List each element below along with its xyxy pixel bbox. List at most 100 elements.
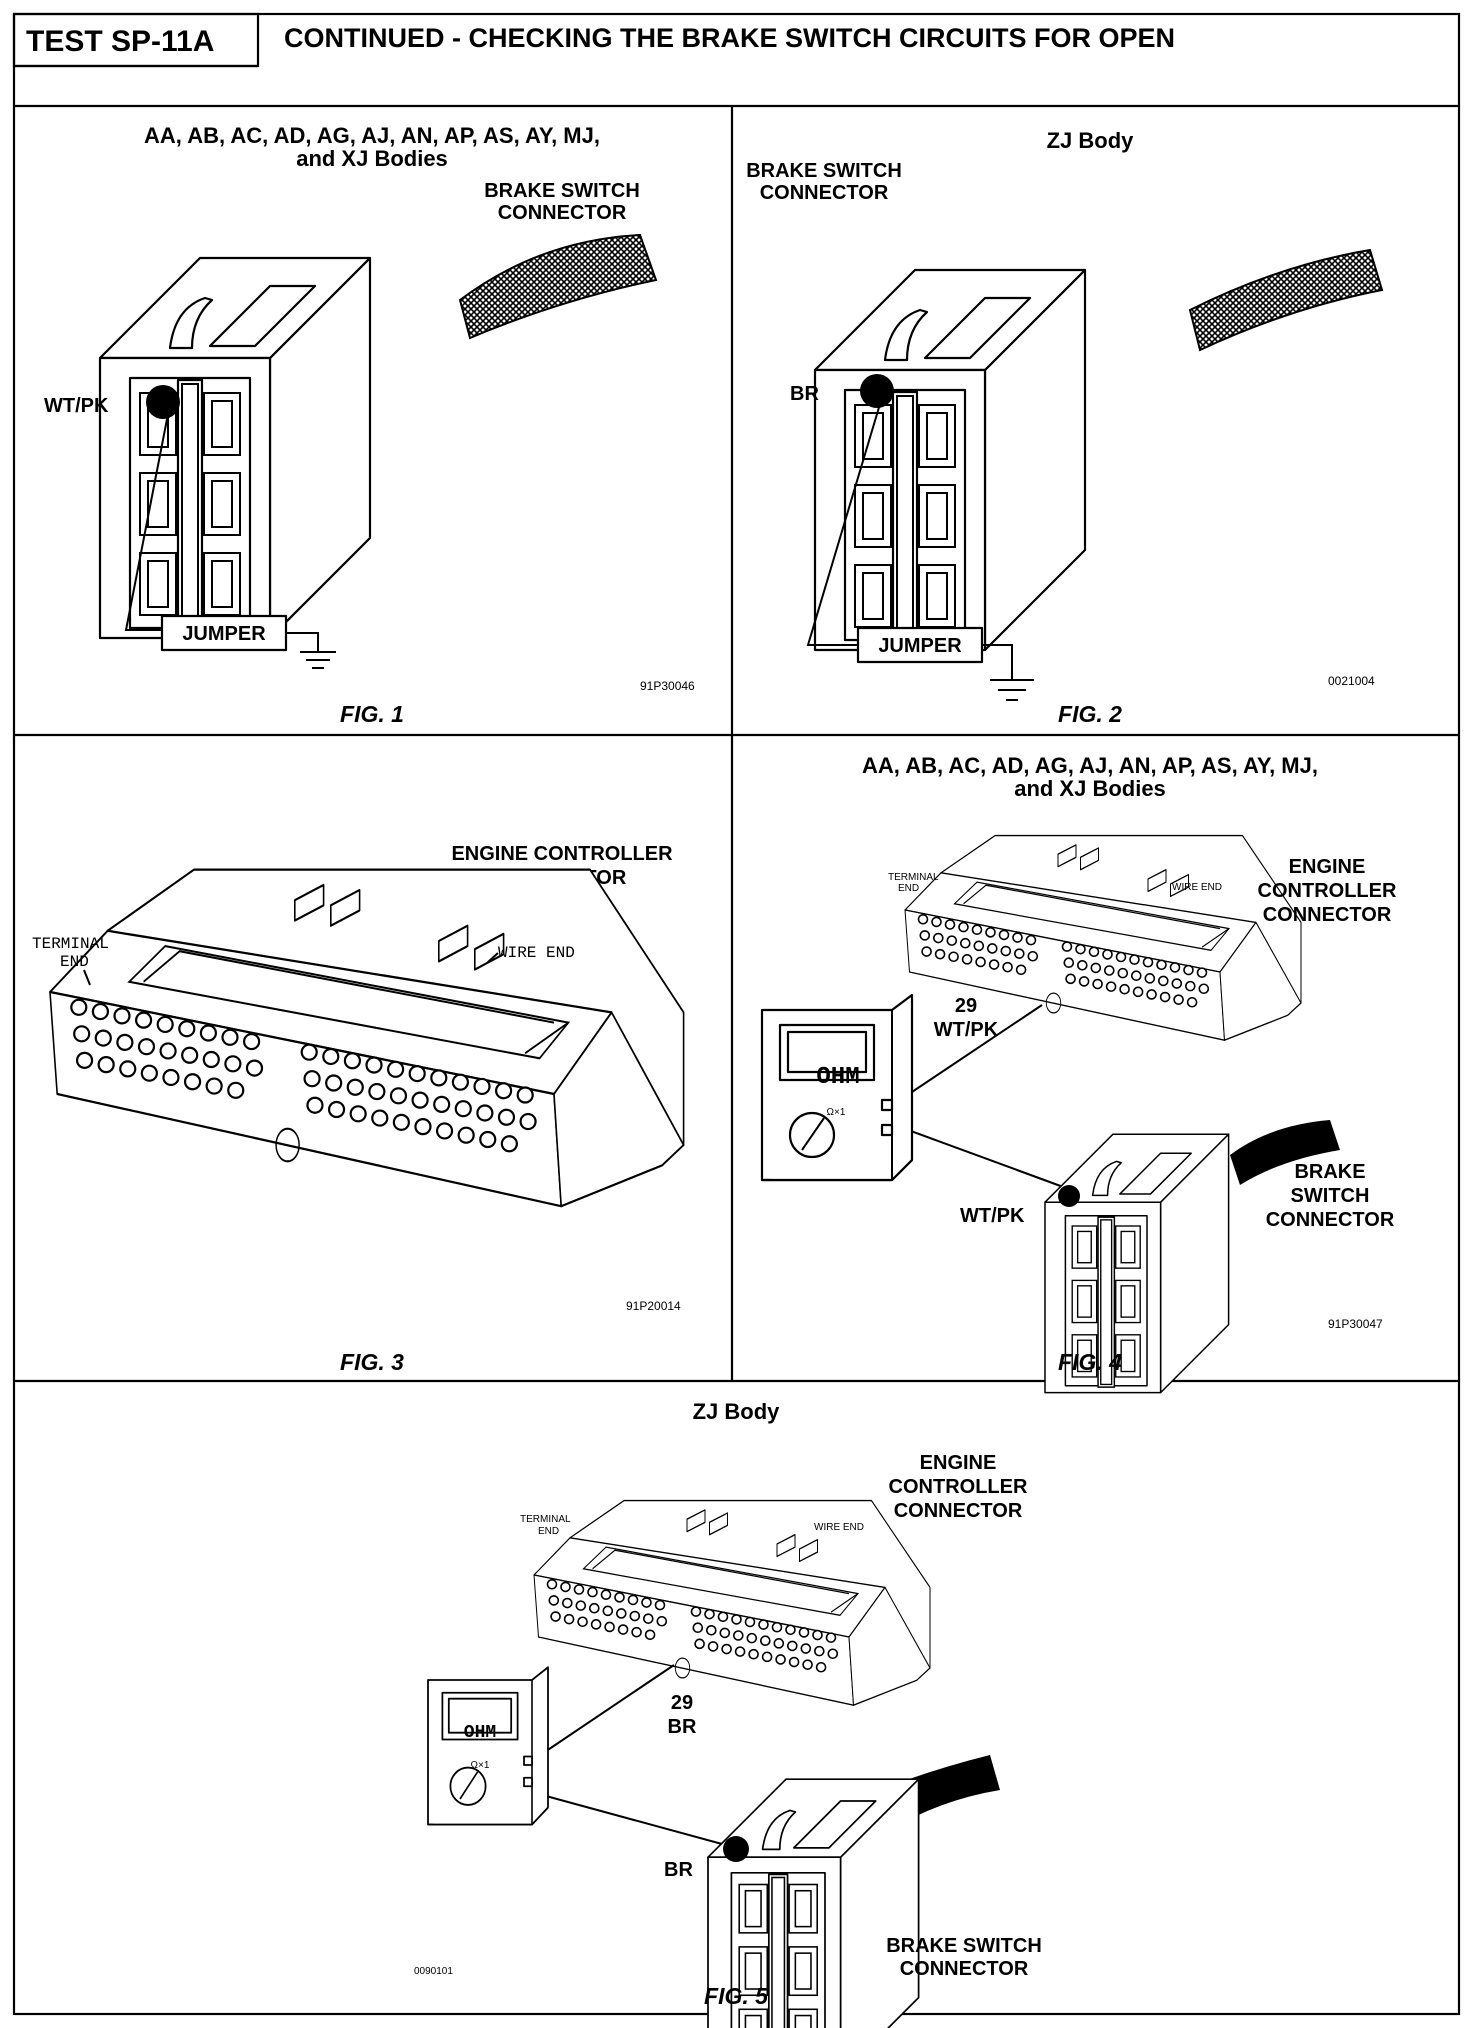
fig3-pin — [205, 1077, 223, 1095]
figure-5: ZJ Body TERMINAL END WIRE END ENGINE CON… — [414, 1399, 1042, 2028]
fig4-terminal-label-line1: TERMINAL — [888, 872, 939, 883]
fig4-pin-wire: WT/PK — [934, 1019, 999, 1041]
fig5-code: 0090101 — [414, 1966, 453, 1977]
fig1-jumper-wire — [124, 413, 169, 631]
fig3-pin — [300, 1043, 318, 1061]
fig4-wire-label: WT/PK — [960, 1205, 1025, 1227]
fig5-ecc-label-line1: ENGINE — [920, 1452, 997, 1474]
fig4-wire-end-label: WIRE END — [1172, 882, 1222, 893]
fig3-engine-controller-connector — [48, 868, 685, 1208]
fig3-pin — [476, 1104, 494, 1122]
fig3-terminal-label-line1: TERMINAL — [32, 935, 109, 953]
figure-3: ENGINE CONTROLLER CONNECTOR TERMINAL END… — [32, 843, 685, 1375]
fig1-jumper-label: JUMPER — [182, 623, 266, 645]
fig5-caption: FIG. 5 — [704, 1983, 769, 2009]
fig4-pin — [1196, 967, 1208, 978]
fig5-pin — [600, 1589, 612, 1601]
fig3-pin — [227, 1081, 245, 1099]
fig5-terminal-label-line1: TERMINAL — [520, 1514, 571, 1525]
fig4-pin — [1185, 980, 1196, 992]
fig4-pin — [1158, 975, 1169, 987]
fig4-pin — [1013, 948, 1025, 959]
fig3-pin — [408, 1064, 426, 1083]
fig4-pin — [1146, 989, 1157, 1000]
fig3-pin — [75, 1051, 94, 1069]
fig4-pin — [985, 927, 996, 938]
fig4-pin-array — [917, 913, 1210, 1008]
fig3-pin — [327, 1100, 346, 1119]
fig4-bs-label-line2: SWITCH — [1291, 1185, 1370, 1207]
fig5-probe-terminal — [723, 1836, 749, 1862]
fig5-pin — [550, 1611, 561, 1622]
fig5-pin — [548, 1595, 560, 1606]
fig5-pin-number: 29 — [671, 1692, 693, 1714]
fig3-pin — [392, 1113, 410, 1131]
fig3-code: 91P20014 — [626, 1299, 681, 1313]
fig5-pin — [694, 1638, 705, 1650]
fig4-pin — [1156, 959, 1167, 971]
fig4-pin — [1015, 964, 1027, 976]
fig4-pin — [1102, 949, 1113, 960]
fig4-pin — [973, 940, 985, 952]
fig5-pin — [785, 1624, 796, 1636]
fig5-pin — [798, 1627, 810, 1638]
fig4-caption: FIG. 4 — [1058, 1349, 1122, 1375]
fig4-ecc-label-line3: CONNECTOR — [1263, 904, 1392, 926]
fig4-pin — [1119, 983, 1130, 995]
fig2-ground-icon — [990, 679, 1034, 701]
fig3-pin — [368, 1082, 386, 1101]
fig4-heading-line2: and XJ Bodies — [1014, 776, 1166, 801]
fig5-pin — [771, 1621, 783, 1633]
fig5-pin — [825, 1632, 837, 1643]
fig3-pin — [430, 1069, 448, 1087]
fig5-pin — [602, 1605, 614, 1617]
fig5-ecc-label-line2: CONTROLLER — [889, 1476, 1028, 1498]
fig5-pin — [704, 1608, 715, 1620]
fig1-probe-terminal — [146, 385, 180, 419]
fig5-pin — [812, 1629, 823, 1641]
fig4-pin — [1183, 964, 1194, 976]
fig3-pin — [325, 1074, 343, 1092]
fig3-pin — [162, 1068, 180, 1087]
figure-2: ZJ Body BRAKE SWITCH CONNECTOR BR JUMPER… — [746, 128, 1384, 727]
fig3-pin — [473, 1077, 491, 1096]
fig5-pin — [644, 1629, 656, 1641]
fig2-ground-lead — [982, 644, 1013, 680]
fig3-pin — [135, 1011, 153, 1029]
fig3-pin — [178, 1020, 196, 1038]
fig5-pin-array — [546, 1579, 839, 1673]
fig4-bs-label-line3: CONNECTOR — [1266, 1209, 1395, 1231]
fig3-pin — [119, 1060, 137, 1078]
fig3-pin — [245, 1059, 264, 1077]
fig5-pin — [615, 1608, 627, 1619]
fig4-meter-display: OHM — [816, 1064, 859, 1091]
fig3-pin — [387, 1060, 405, 1078]
fig2-jumper-box — [856, 626, 984, 664]
fig2-probe-terminal — [860, 374, 894, 408]
fig4-probe-lead-2 — [899, 1126, 1067, 1189]
fig4-pin — [946, 935, 958, 946]
fig4-pin — [1012, 932, 1023, 943]
fig5-pin — [705, 1625, 717, 1636]
fig5-pin — [717, 1611, 729, 1623]
fig3-pin — [243, 1032, 261, 1051]
fig4-pin — [971, 924, 983, 936]
fig4-pin — [917, 913, 929, 925]
fig3-pin — [497, 1108, 516, 1126]
fig3-pin — [346, 1078, 364, 1096]
fig5-terminal-label-line2: END — [538, 1526, 559, 1537]
fig5-pin — [546, 1579, 558, 1590]
fig4-probe-lead-1 — [899, 1004, 1043, 1101]
fig5-pin — [827, 1648, 839, 1660]
test-id: TEST SP-11A — [26, 25, 214, 58]
fig1-heading-line2: and XJ Bodies — [296, 146, 448, 171]
fig3-pin — [94, 1029, 112, 1047]
fig5-pin — [707, 1641, 719, 1652]
fig4-pin — [1186, 996, 1198, 1008]
fig5-meter-display: OHM — [464, 1723, 496, 1743]
fig5-pin — [800, 1643, 812, 1654]
fig4-pin — [1159, 991, 1171, 1003]
fig3-pin-array — [70, 998, 537, 1153]
fig3-pin — [199, 1024, 217, 1042]
fig4-pin — [1169, 962, 1181, 973]
